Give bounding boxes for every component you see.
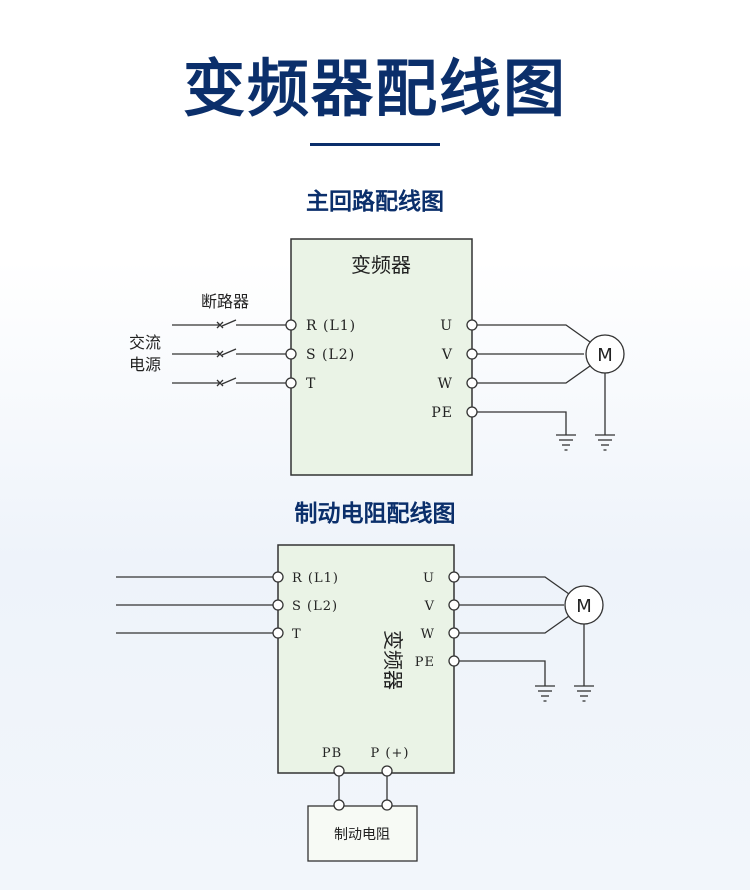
brake-input-wiring bbox=[116, 576, 273, 634]
main-motor-symbol bbox=[585, 334, 625, 374]
brake-circuit-diagram: 变频器 R (L1) S (L2) T U V W PE bbox=[116, 544, 604, 862]
main-terminal-w: W bbox=[438, 376, 453, 392]
main-terminal-v: V bbox=[441, 347, 453, 363]
main-terminal-u: U bbox=[440, 318, 453, 334]
brake-dc-terminals bbox=[333, 765, 393, 811]
main-terminal-s: S (L2) bbox=[306, 347, 355, 363]
main-terminal-t: T bbox=[306, 376, 316, 392]
brake-motor-label: M bbox=[576, 596, 592, 617]
brake-terminal-u: U bbox=[423, 571, 435, 586]
brake-inverter-label: 变频器 bbox=[381, 630, 405, 690]
main-circuit-title: 主回路配线图 bbox=[306, 189, 444, 215]
brake-terminal-pe: PE bbox=[415, 655, 435, 670]
brake-terminal-v: V bbox=[424, 599, 435, 614]
braking-resistor-label: 制动电阻 bbox=[334, 827, 390, 843]
main-inverter-label: 变频器 bbox=[351, 253, 411, 277]
page-title: 变频器配线图 bbox=[182, 52, 567, 125]
brake-motor-symbol bbox=[564, 585, 604, 625]
ac-source-label-2: 电源 bbox=[129, 355, 161, 374]
ac-source-label-1: 交流 bbox=[129, 333, 161, 352]
brake-terminal-pb: PB bbox=[322, 746, 342, 761]
main-terminal-pe: PE bbox=[431, 405, 453, 421]
main-input-terminals bbox=[285, 319, 297, 389]
title-divider bbox=[310, 143, 440, 146]
brake-terminal-w: W bbox=[421, 627, 435, 642]
brake-circuit-title: 制动电阻配线图 bbox=[294, 501, 456, 527]
main-motor-label: M bbox=[597, 345, 613, 366]
brake-inverter-label-text: 变频器 bbox=[381, 630, 405, 690]
braking-resistor-box bbox=[307, 805, 418, 862]
brake-terminal-p: P (+) bbox=[371, 746, 410, 761]
main-input-wiring bbox=[172, 319, 286, 387]
brake-terminal-r: R (L1) bbox=[292, 571, 339, 586]
brake-terminal-s: S (L2) bbox=[292, 599, 338, 614]
brake-input-terminals bbox=[272, 571, 284, 639]
brake-output-terminals bbox=[448, 571, 460, 667]
brake-terminal-t: T bbox=[292, 627, 302, 642]
main-output-terminals bbox=[466, 319, 478, 418]
main-terminal-r: R (L1) bbox=[306, 318, 356, 334]
breaker-label: 断路器 bbox=[201, 292, 249, 311]
main-circuit-diagram: 变频器 断路器 交流 电源 R (L1) S (L2) T U V W PE bbox=[129, 238, 625, 476]
main-output-wiring bbox=[477, 324, 615, 451]
brake-output-wiring bbox=[338, 576, 594, 800]
